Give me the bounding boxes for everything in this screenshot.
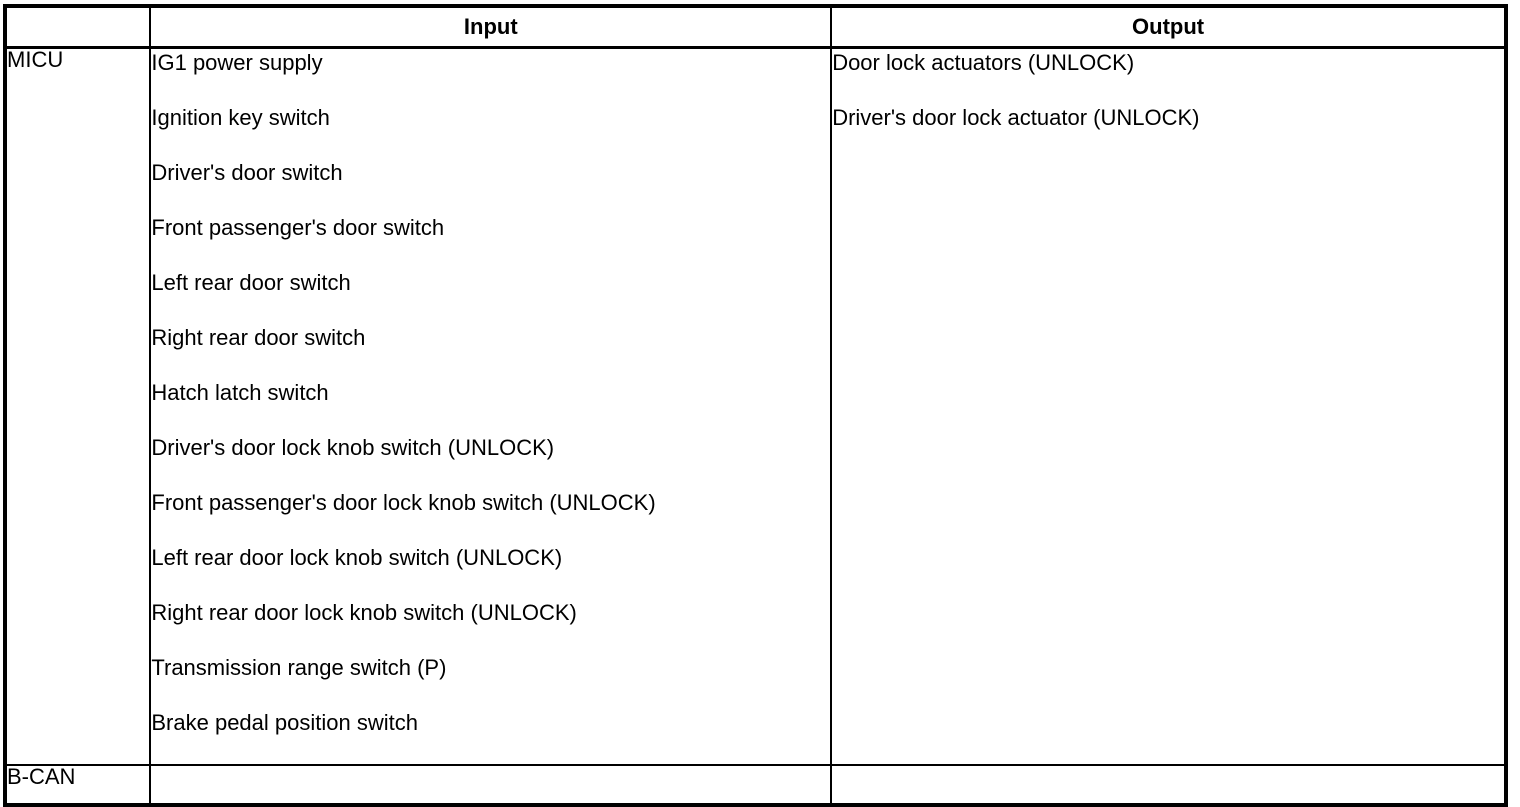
list-item: Ignition key switch [151,104,830,159]
column-header-output: Output [830,5,1507,49]
list-item: Front passenger's door lock knob switch … [151,489,830,544]
cell-output-list [830,764,1507,806]
cell-input-list: IG1 power supply Ignition key switch Dri… [149,46,833,766]
input-item-label: Hatch latch switch [151,380,329,405]
input-item-label: Ignition key switch [151,105,330,130]
output-item-label: Door lock actuators (UNLOCK) [832,50,1135,75]
table-header-row: Input Output [3,5,1507,49]
list-item: Driver's door lock actuator (UNLOCK) [832,104,1504,159]
list-item: Front passenger's door switch [151,214,830,269]
input-item-label: Driver's door lock knob switch (UNLOCK) [151,435,555,460]
list-item: Driver's door switch [151,159,830,214]
cell-input-list [149,764,833,806]
list-item: Left rear door lock knob switch (UNLOCK) [151,544,830,599]
cell-system-name: MICU [3,46,152,766]
input-item-label: Transmission range switch (P) [151,655,447,680]
input-item-label: Right rear door switch [151,325,366,350]
input-item-label: Brake pedal position switch [151,710,418,735]
list-item: Door lock actuators (UNLOCK) [832,49,1504,104]
input-item-label: Left rear door switch [151,270,351,295]
column-header-input: Input [149,5,833,49]
list-item: Right rear door lock knob switch (UNLOCK… [151,599,830,654]
list-item: Brake pedal position switch [151,709,830,764]
input-item-label: Front passenger's door lock knob switch … [151,490,656,515]
input-item-list: IG1 power supply Ignition key switch Dri… [151,49,830,764]
cell-system-name: B-CAN [3,764,152,806]
list-item: Left rear door switch [151,269,830,324]
input-item-label: Driver's door switch [151,160,343,185]
input-item-label: Front passenger's door switch [151,215,445,240]
input-item-label: IG1 power supply [151,50,323,75]
list-item: Hatch latch switch [151,379,830,434]
input-output-spec-table: Input Output MICU IG1 power supply Ignit… [3,4,1508,807]
table-row: B-CAN [3,764,1507,806]
document-page: Input Output MICU IG1 power supply Ignit… [3,4,1508,807]
list-item: Transmission range switch (P) [151,654,830,709]
table-body: MICU IG1 power supply Ignition key switc… [3,46,1507,806]
table-header: Input Output [3,5,1507,49]
input-item-label: Left rear door lock knob switch (UNLOCK) [151,545,563,570]
list-item: Right rear door switch [151,324,830,379]
list-item: Driver's door lock knob switch (UNLOCK) [151,434,830,489]
output-item-list: Door lock actuators (UNLOCK) Driver's do… [832,49,1504,159]
output-item-label: Driver's door lock actuator (UNLOCK) [832,105,1200,130]
column-header-system [3,5,152,49]
list-item: IG1 power supply [151,49,830,104]
input-item-label: Right rear door lock knob switch (UNLOCK… [151,600,577,625]
table-row: MICU IG1 power supply Ignition key switc… [3,46,1507,766]
cell-output-list: Door lock actuators (UNLOCK) Driver's do… [830,46,1507,766]
